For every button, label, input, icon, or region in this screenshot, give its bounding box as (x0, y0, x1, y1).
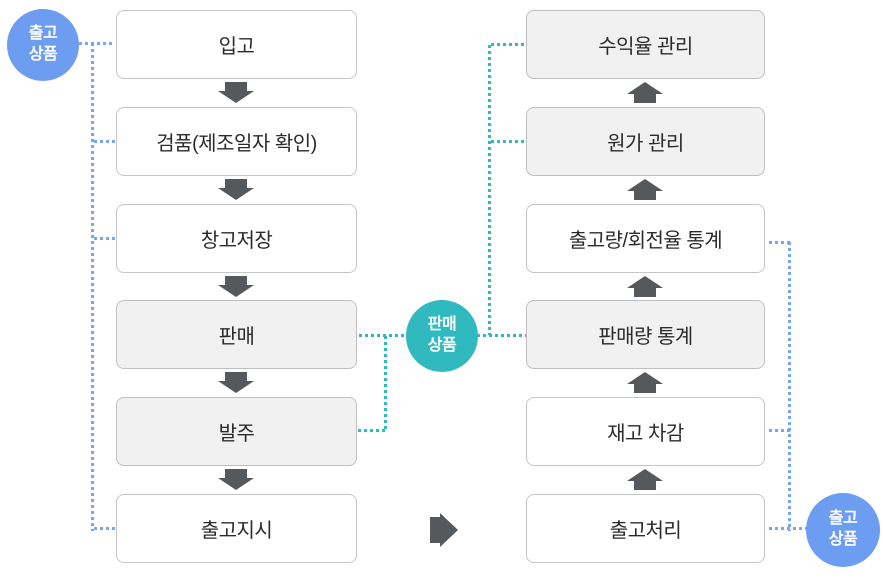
up-arrow-icon (627, 469, 663, 490)
box-inventory-deduction: 재고 차감 (526, 397, 765, 466)
box-cost-management: 원가 관리 (526, 107, 765, 176)
box-label: 판매 (218, 326, 255, 348)
down-arrow-icon (218, 372, 254, 393)
box-label: 재고 차감 (607, 423, 684, 445)
box-label: 발주 (218, 423, 255, 445)
connector-sales-left-vertical (384, 336, 387, 432)
up-arrow-icon (627, 82, 663, 103)
connector-outbound2-to-processing (769, 527, 807, 530)
box-sales: 판매 (116, 300, 357, 369)
connector-sales-right-vertical (488, 45, 491, 335)
box-label: 검품(제조일자 확인) (156, 133, 317, 155)
badge-line: 상품 (427, 337, 457, 354)
outbound-product-badge-bottom: 출고 상품 (806, 493, 880, 567)
down-arrow-icon (218, 276, 254, 297)
right-arrow-icon (430, 513, 458, 547)
down-arrow-icon (218, 469, 254, 490)
box-receiving: 입고 (116, 10, 357, 79)
connector-badge-to-sales-stats (477, 334, 526, 337)
box-label: 창고저장 (200, 230, 273, 252)
connector-outbound-left-vertical (91, 43, 94, 531)
badge-line: 판매 (427, 316, 457, 334)
up-arrow-icon (627, 276, 663, 297)
badge-line: 출고 (28, 25, 58, 43)
connector-outbound2-vertical (788, 242, 791, 531)
box-label: 수익율 관리 (598, 36, 693, 58)
box-label: 출고처리 (609, 520, 682, 542)
box-warehouse-storage: 창고저장 (116, 204, 357, 273)
box-profit-management: 수익율 관리 (526, 10, 765, 79)
box-shipment-turnover-stats: 출고량/회전율 통계 (526, 204, 765, 273)
sales-product-badge: 판매 상품 (406, 300, 478, 372)
outbound-product-badge-top: 출고 상품 (7, 9, 79, 81)
connector-sales-to-cost (491, 140, 526, 143)
badge-line: 상품 (828, 531, 858, 548)
badge-line: 상품 (28, 46, 58, 63)
connector-outbound2-to-turnover (769, 241, 791, 244)
connector-outbound-to-receiving (79, 42, 112, 45)
connector-outbound-to-inspection (94, 140, 116, 143)
connector-sales-to-profit (491, 43, 526, 46)
box-shipping-instruction: 출고지시 (116, 494, 357, 563)
box-label: 출고량/회전율 통계 (568, 230, 723, 252)
down-arrow-icon (218, 179, 254, 200)
down-arrow-icon (218, 82, 254, 103)
box-label: 원가 관리 (607, 133, 684, 155)
box-sales-volume-stats: 판매량 통계 (526, 300, 765, 369)
up-arrow-icon (627, 179, 663, 200)
connector-outbound2-to-deduction (769, 429, 791, 432)
connector-outbound-to-instruction (94, 527, 116, 530)
badge-line: 출고 (828, 510, 858, 528)
box-ordering: 발주 (116, 397, 357, 466)
box-label: 출고지시 (200, 520, 273, 542)
box-label: 판매량 통계 (598, 326, 693, 348)
box-inspection: 검품(제조일자 확인) (116, 107, 357, 176)
box-shipping-processing: 출고처리 (526, 494, 765, 563)
box-label: 입고 (218, 36, 255, 58)
up-arrow-icon (627, 372, 663, 393)
connector-sales-to-ordering (358, 429, 385, 432)
connector-sales-to-badge (359, 334, 407, 337)
connector-outbound-to-storage (94, 237, 116, 240)
